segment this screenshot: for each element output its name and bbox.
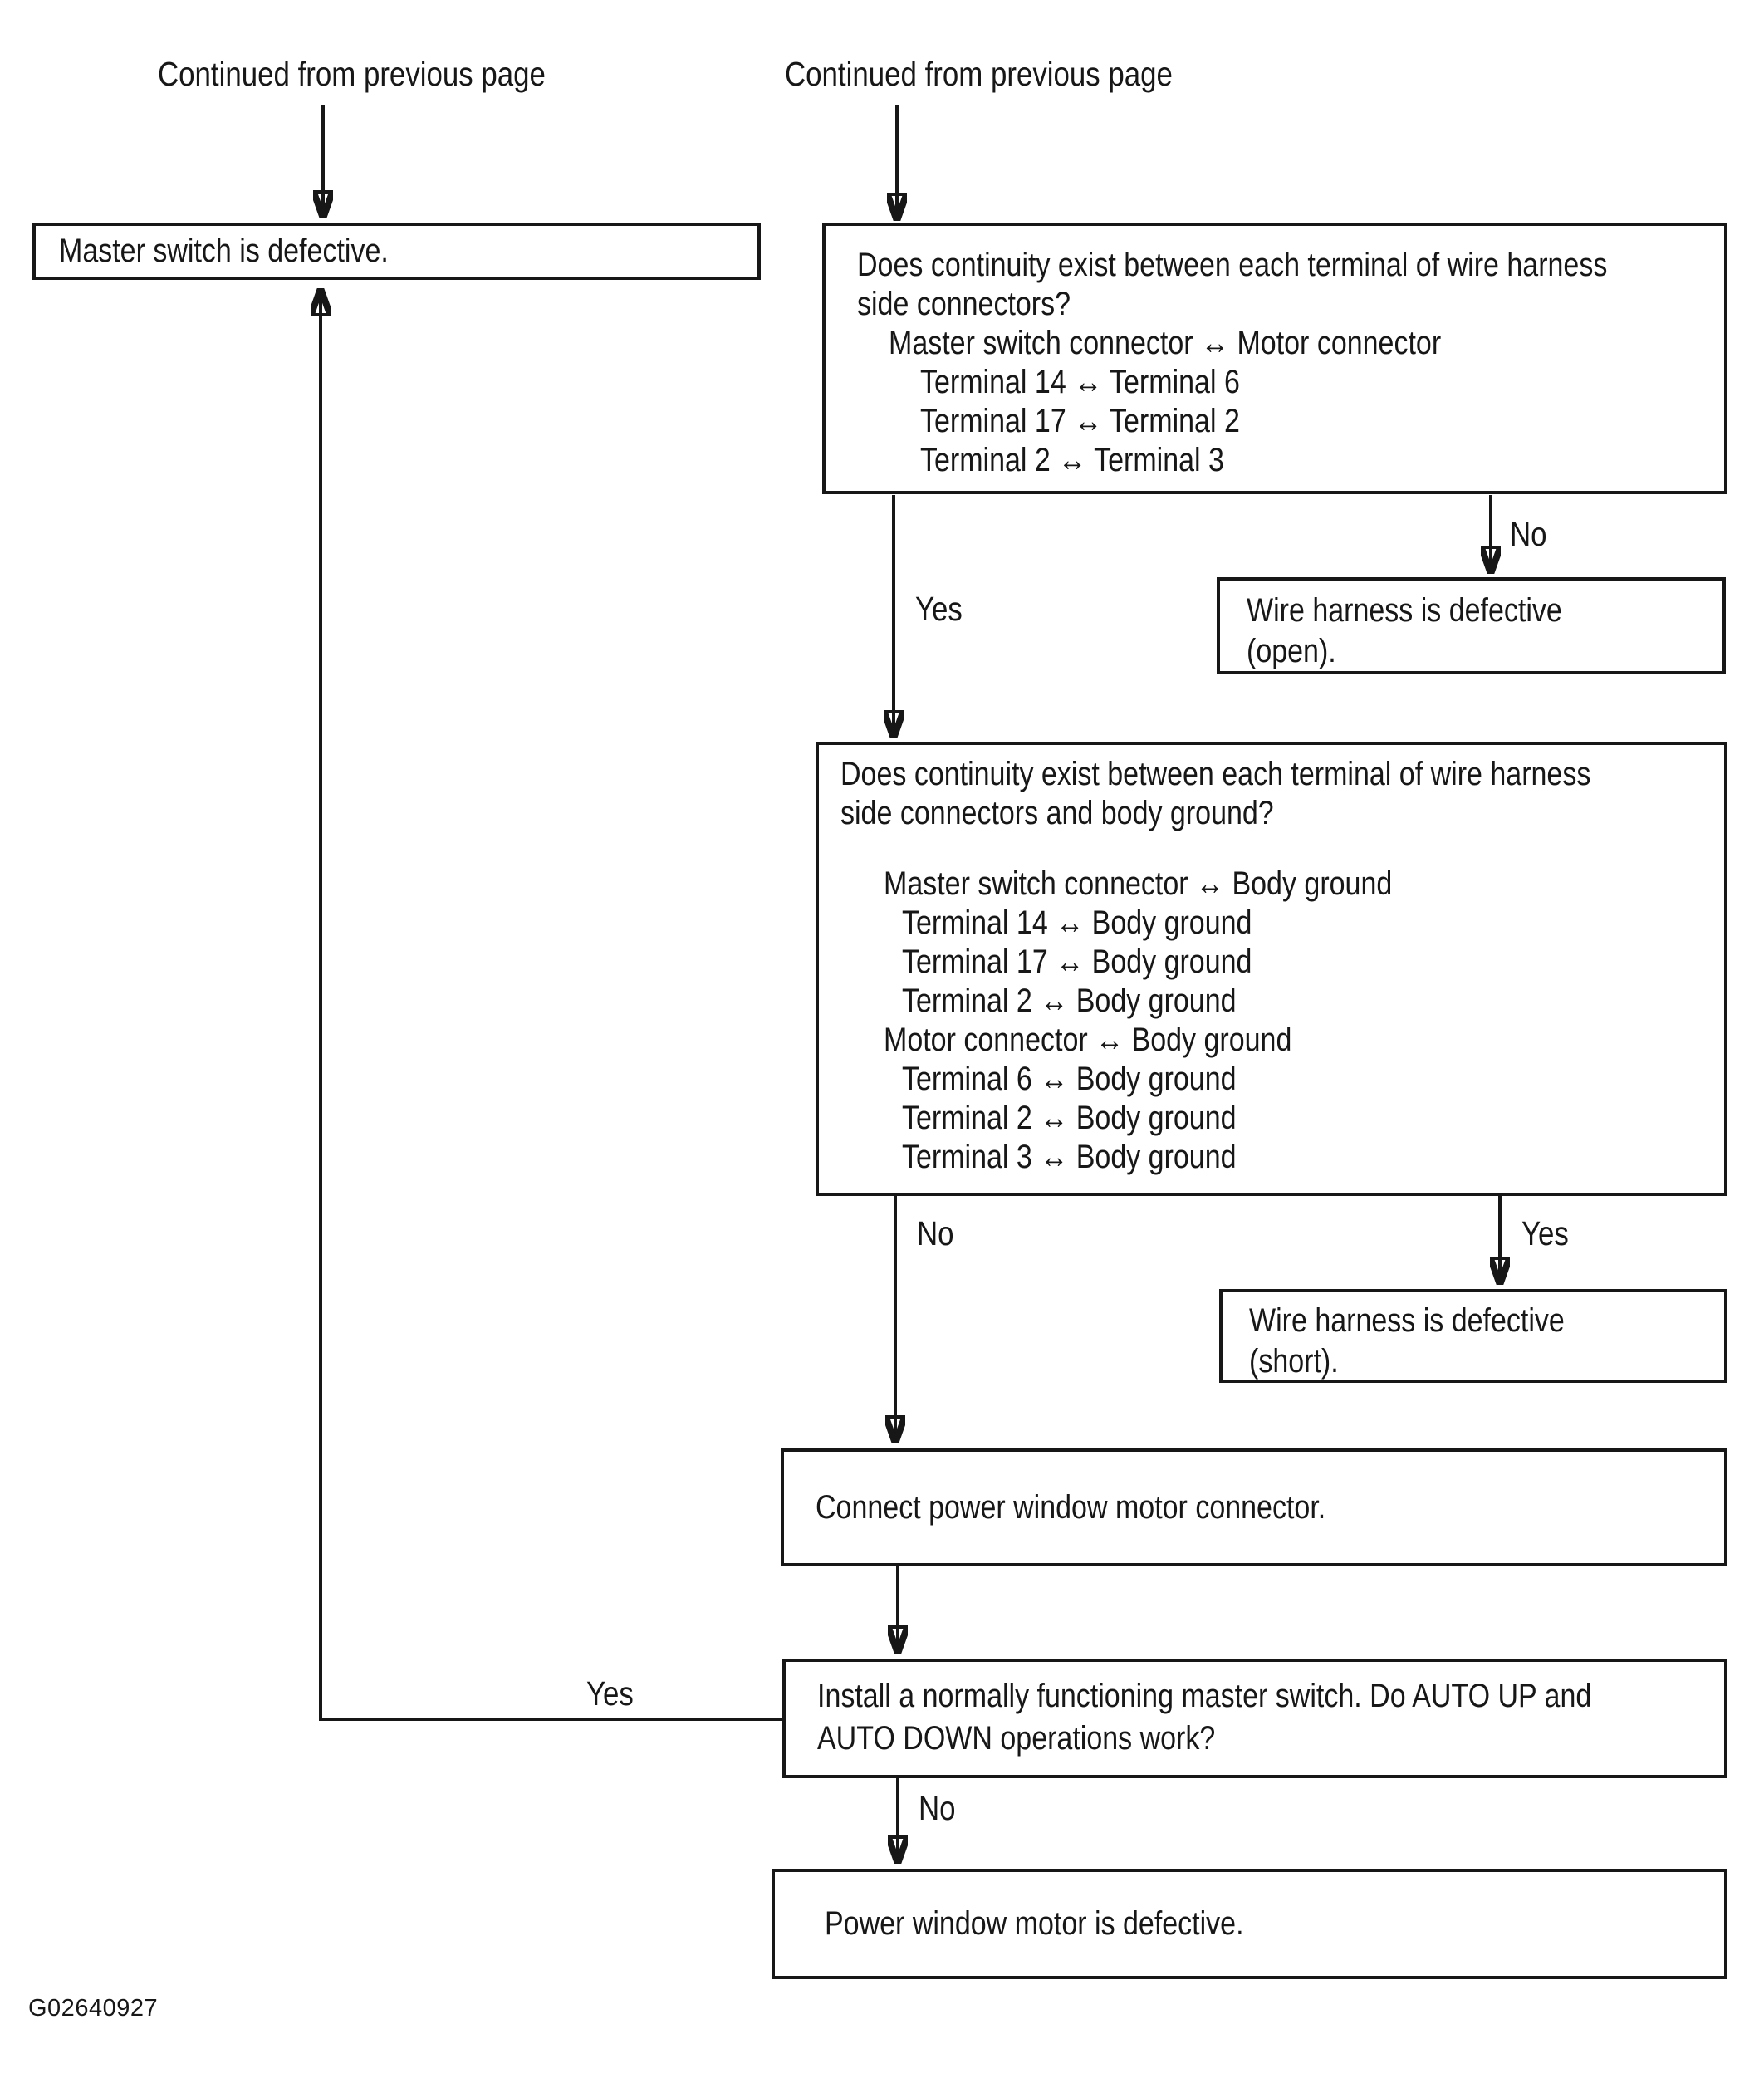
- edge-label-q1-no-text: No: [1510, 515, 1547, 553]
- terminal-check-text: Terminal 17 ↔ Body ground: [902, 943, 1252, 980]
- terminal-check-text: Terminal 2 ↔ Body ground: [902, 983, 1237, 1019]
- question-line-text: side connectors and body ground?: [840, 795, 1274, 831]
- question-line-text: side connectors?: [857, 286, 1071, 322]
- edge-label-q2-no-text: No: [917, 1214, 954, 1252]
- pair-group-header: Master switch connector ↔ Motor connecto…: [826, 324, 1724, 363]
- terminal-check: Terminal 17 ↔ Body ground: [819, 943, 1724, 982]
- terminal-check: Terminal 2 ↔ Body ground: [819, 982, 1724, 1021]
- edge-label-q1-yes-text: Yes: [915, 590, 963, 628]
- terminal-check: Terminal 17 ↔ Terminal 2: [826, 402, 1724, 441]
- edge-label-install-yes: Yes: [586, 1674, 642, 1713]
- terminal-check-text: Terminal 6 ↔ Body ground: [902, 1061, 1237, 1097]
- question-line: Install a normally functioning master sw…: [817, 1675, 1724, 1718]
- result-line-text: Wire harness is defective: [1249, 1302, 1565, 1339]
- terminal-check-text: Terminal 14 ↔ Terminal 6: [920, 364, 1240, 400]
- edge-label-install-no-text: No: [919, 1789, 956, 1827]
- result-line: Wire harness is defective: [1249, 1301, 1724, 1341]
- question-line-text: Install a normally functioning master sw…: [817, 1678, 1592, 1714]
- edge-label-q1-no: No: [1510, 515, 1553, 554]
- terminal-check-text: Terminal 14 ↔ Body ground: [902, 904, 1252, 941]
- box-continuity-connectors: Does continuity exist between each termi…: [822, 223, 1727, 494]
- edge-label-install-yes-text: Yes: [586, 1674, 634, 1713]
- continued-label-right: Continued from previous page: [785, 55, 1241, 94]
- box-wire-harness-open: Wire harness is defective (open).: [1217, 577, 1726, 674]
- box-connect-motor-connector: Connect power window motor connector.: [781, 1448, 1727, 1566]
- edge-label-q2-no: No: [917, 1214, 960, 1253]
- result-line: Wire harness is defective: [1247, 591, 1722, 631]
- terminal-check-text: Terminal 2 ↔ Terminal 3: [920, 442, 1224, 478]
- continued-label-right-text: Continued from previous page: [785, 55, 1173, 93]
- box-motor-defective: Power window motor is defective.: [772, 1869, 1727, 1979]
- blank-line: [819, 833, 1724, 865]
- pair-group-header: Master switch connector ↔ Body ground: [819, 865, 1724, 904]
- continued-label-left-text: Continued from previous page: [158, 55, 546, 93]
- terminal-check-text: Terminal 2 ↔ Body ground: [902, 1100, 1237, 1136]
- question-line: Does continuity exist between each termi…: [819, 755, 1724, 794]
- terminal-check: Terminal 2 ↔ Body ground: [819, 1099, 1724, 1138]
- pair-group-header: Motor connector ↔ Body ground: [819, 1021, 1724, 1060]
- arrow-install-yes-return: [321, 291, 782, 1721]
- edge-label-q2-yes: Yes: [1521, 1214, 1577, 1253]
- terminal-check: Terminal 14 ↔ Body ground: [819, 904, 1724, 943]
- question-line-text: AUTO DOWN operations work?: [817, 1720, 1216, 1757]
- question-line: side connectors?: [826, 285, 1724, 324]
- pair-group-header-text: Motor connector ↔ Body ground: [884, 1022, 1292, 1058]
- terminal-check: Terminal 2 ↔ Terminal 3: [826, 441, 1724, 480]
- question-line-text: Does continuity exist between each termi…: [857, 247, 1608, 283]
- box-continuity-body-ground: Does continuity exist between each termi…: [816, 742, 1727, 1196]
- terminal-check: Terminal 3 ↔ Body ground: [819, 1138, 1724, 1177]
- box-wire-harness-short: Wire harness is defective (short).: [1219, 1289, 1727, 1383]
- box-connect-motor-connector-text: Connect power window motor connector.: [816, 1488, 1326, 1526]
- pair-group-header-text: Master switch connector ↔ Motor connecto…: [889, 325, 1442, 361]
- terminal-check: Terminal 14 ↔ Terminal 6: [826, 363, 1724, 402]
- figure-code: G02640927: [28, 1995, 158, 2022]
- edge-label-install-no: No: [919, 1789, 962, 1828]
- result-line-text: (open).: [1247, 633, 1336, 669]
- terminal-check-text: Terminal 3 ↔ Body ground: [902, 1139, 1237, 1175]
- terminal-check: Terminal 6 ↔ Body ground: [819, 1060, 1724, 1099]
- continued-label-left: Continued from previous page: [158, 55, 614, 94]
- box-motor-defective-text: Power window motor is defective.: [825, 1905, 1244, 1942]
- pair-group-header-text: Master switch connector ↔ Body ground: [884, 865, 1393, 902]
- box-master-switch-defective-text: Master switch is defective.: [59, 233, 389, 269]
- figure-code-text: G02640927: [28, 1995, 159, 2022]
- edge-label-q1-yes: Yes: [915, 590, 971, 629]
- terminal-check-text: Terminal 17 ↔ Terminal 2: [920, 403, 1240, 439]
- question-line-text: Does continuity exist between each termi…: [840, 756, 1591, 792]
- box-master-switch-defective: Master switch is defective.: [32, 223, 761, 280]
- result-line-text: (short).: [1249, 1343, 1339, 1380]
- question-line: side connectors and body ground?: [819, 794, 1724, 833]
- question-line: AUTO DOWN operations work?: [817, 1718, 1724, 1760]
- result-line: (short).: [1249, 1341, 1724, 1382]
- edge-label-q2-yes-text: Yes: [1521, 1214, 1569, 1252]
- box-install-master-switch: Install a normally functioning master sw…: [782, 1659, 1727, 1778]
- question-line: Does continuity exist between each termi…: [826, 246, 1724, 285]
- result-line-text: Wire harness is defective: [1247, 592, 1562, 629]
- result-line: (open).: [1247, 631, 1722, 672]
